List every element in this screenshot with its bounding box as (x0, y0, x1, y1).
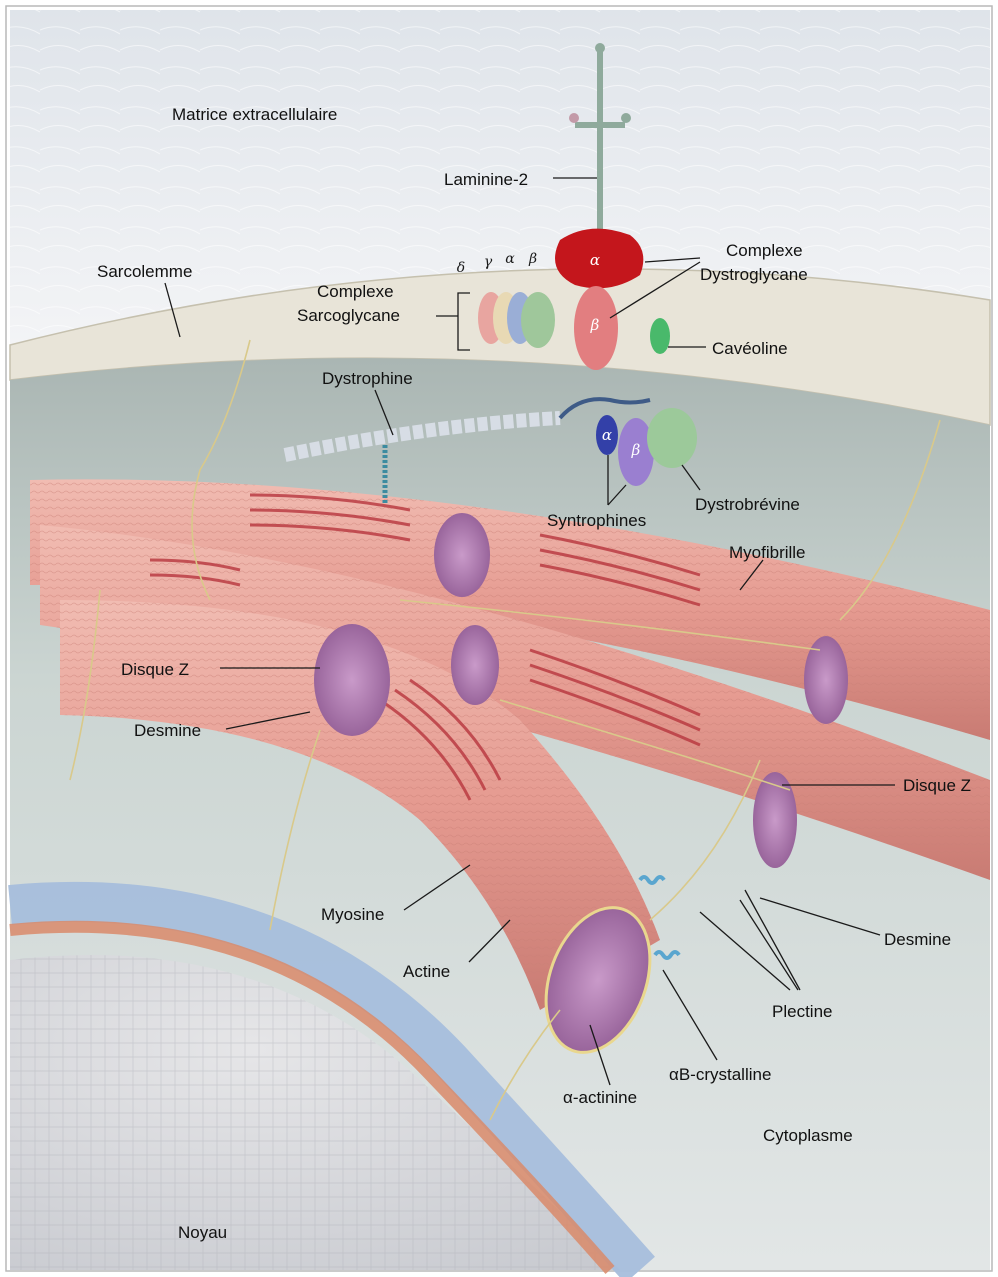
label-matrice-extracellulaire: Matrice extracellulaire (172, 105, 337, 124)
gamma-glyph: γ (484, 254, 493, 270)
beta-dystroglycan-glyph: β (590, 316, 600, 334)
z-disc (314, 624, 390, 736)
label-desmine-left: Desmine (134, 721, 201, 740)
caveoline (650, 318, 670, 354)
label-laminine-2: Laminine-2 (444, 170, 528, 189)
label-plectine: Plectine (772, 1002, 832, 1021)
label-complexe-sarcoglycane-2: Sarcoglycane (297, 306, 400, 325)
label-actine: Actine (403, 962, 450, 981)
label-myosine: Myosine (321, 905, 384, 924)
alpha-dystroglycan-glyph: α (590, 251, 600, 269)
label-disque-z-left: Disque Z (121, 660, 189, 679)
label-dystrobrevine: Dystrobrévine (695, 495, 800, 514)
label-dystrophine: Dystrophine (322, 369, 413, 388)
label-alpha-actinine: α-actinine (563, 1088, 637, 1107)
label-desmine-right: Desmine (884, 930, 951, 949)
label-syntrophines: Syntrophines (547, 511, 646, 530)
label-complexe-sarcoglycane-1: Complexe (317, 282, 394, 301)
alpha-glyph: α (505, 251, 515, 267)
z-disc (434, 513, 490, 597)
label-ab-crystalline: αB-crystalline (669, 1065, 771, 1084)
label-caveoline: Cavéoline (712, 339, 788, 358)
alpha-syntrophine-glyph: α (602, 426, 612, 444)
beta-glyph: β (528, 251, 537, 267)
label-sarcolemme: Sarcolemme (97, 262, 192, 281)
label-cytoplasme: Cytoplasme (763, 1126, 853, 1145)
beta-syntrophine-glyph: β (631, 441, 641, 459)
z-disc (753, 772, 797, 868)
label-disque-z-right: Disque Z (903, 776, 971, 795)
delta-glyph: δ (457, 260, 465, 276)
beta-sarcoglycan (521, 292, 555, 348)
label-complexe-dystroglycane-2: Dystroglycane (700, 265, 808, 284)
label-complexe-dystroglycane-1: Complexe (726, 241, 803, 260)
dystrobrevine-protein (647, 408, 697, 468)
label-noyau: Noyau (178, 1223, 227, 1242)
label-myofibrille: Myofibrille (729, 543, 806, 562)
z-disc (451, 625, 499, 705)
